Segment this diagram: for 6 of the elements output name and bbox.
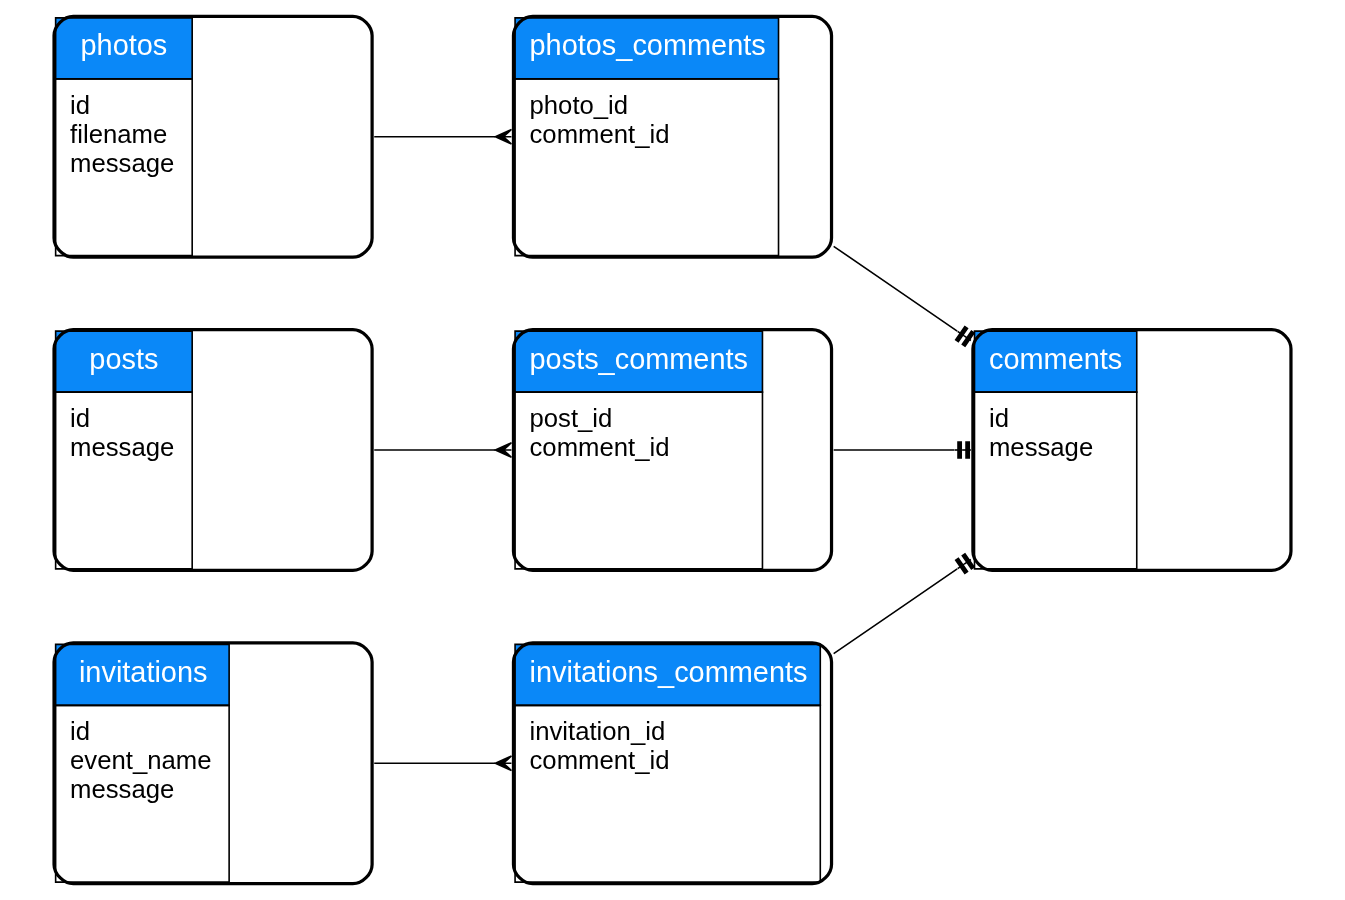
connector [373,755,513,772]
connector [373,441,513,459]
connector [832,441,972,459]
connector [832,245,976,348]
connector [373,128,513,145]
connector [832,552,976,655]
